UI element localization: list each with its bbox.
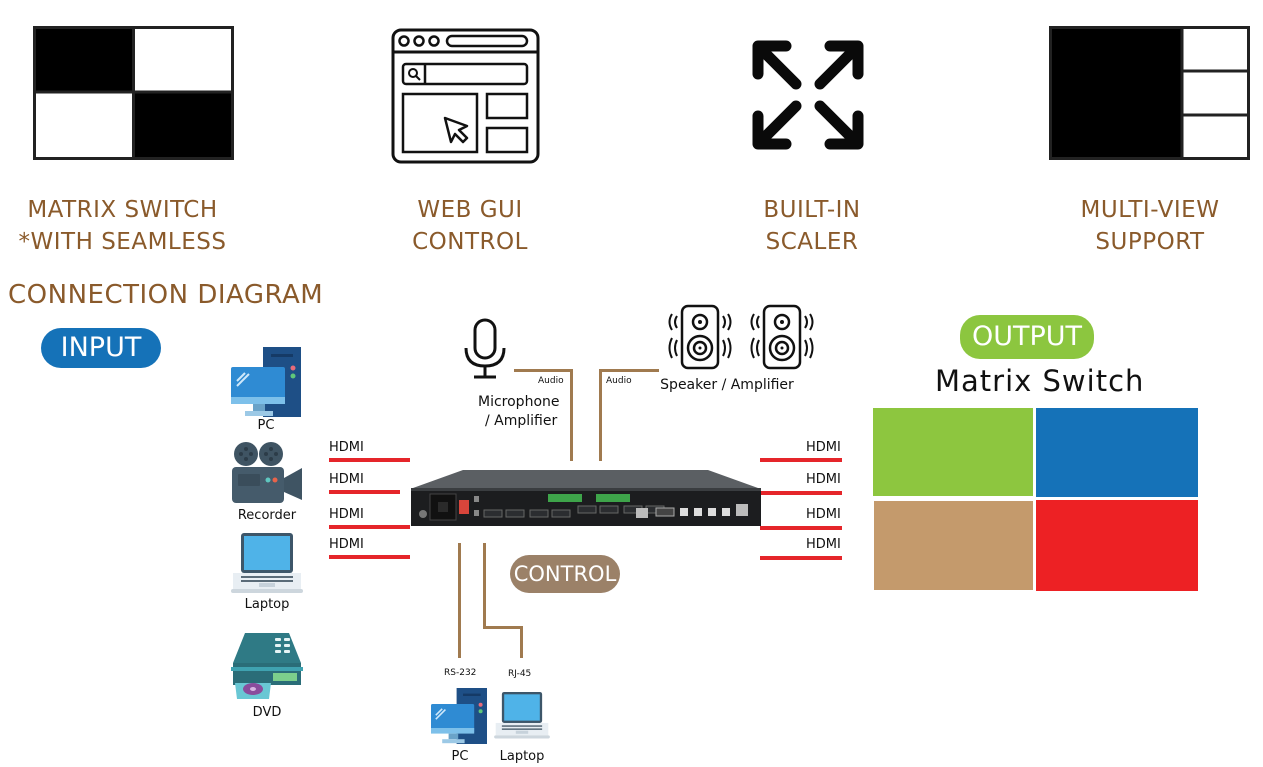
rj45-cable xyxy=(520,626,523,658)
audio-in-cable xyxy=(570,369,573,461)
video-camera-icon xyxy=(232,442,302,503)
rj45-cable xyxy=(483,543,486,629)
input-device-label: Recorder xyxy=(237,508,297,523)
feature-scaler-label: BUILT-IN SCALER xyxy=(712,194,912,258)
hdmi-output-label: HDMI xyxy=(806,472,841,487)
hdmi-input-label: HDMI xyxy=(329,440,364,455)
laptop-icon xyxy=(231,533,303,593)
hdmi-input-cable xyxy=(329,555,410,559)
feature-line: WEB GUI xyxy=(417,197,523,223)
hdmi-input-label: HDMI xyxy=(329,472,364,487)
microphone-icon xyxy=(464,318,506,379)
audio-in-link-label: Audio xyxy=(538,376,564,386)
hdmi-output-cable xyxy=(761,491,842,495)
web-browser-icon xyxy=(391,28,540,164)
label-line: / Amplifier xyxy=(485,413,558,429)
section-title: CONNECTION DIAGRAM xyxy=(8,280,324,310)
feature-line: SCALER xyxy=(765,229,859,255)
matrix-switch-device xyxy=(411,470,761,526)
feature-line: CONTROL xyxy=(412,229,528,255)
audio-in-device-label: Microphone / Amplifier xyxy=(478,393,578,431)
control-badge: CONTROL xyxy=(510,555,620,593)
hdmi-input-cable xyxy=(329,525,410,529)
display-tile-bottom-right xyxy=(1036,500,1198,591)
speaker-icon xyxy=(668,304,732,370)
input-device-label: Laptop xyxy=(244,597,290,612)
hdmi-input-label: HDMI xyxy=(329,507,364,522)
expand-arrows-icon xyxy=(752,40,864,150)
feature-web-gui-label: WEB GUI CONTROL xyxy=(370,194,570,258)
hdmi-output-cable xyxy=(760,458,842,462)
audio-out-device-label: Speaker / Amplifier xyxy=(660,377,794,393)
display-tile-top-left xyxy=(873,408,1033,496)
audio-out-cable xyxy=(599,369,602,461)
feature-line: MULTI-VIEW xyxy=(1080,197,1220,223)
rj45-link-label: RJ-45 xyxy=(508,669,532,679)
output-display-title: Matrix Switch xyxy=(935,364,1145,398)
feature-multiview-label: MULTI-VIEW SUPPORT xyxy=(1050,194,1250,258)
audio-in-cable xyxy=(514,369,573,372)
matrix-grid-icon xyxy=(33,26,234,160)
input-badge: INPUT xyxy=(41,328,161,368)
audio-out-link-label: Audio xyxy=(606,376,632,386)
display-tile-bottom-left xyxy=(874,501,1033,590)
dvd-player-icon xyxy=(231,633,303,699)
feature-line: MATRIX SWITCH xyxy=(27,197,218,223)
hdmi-output-label: HDMI xyxy=(806,507,841,522)
output-badge: OUTPUT xyxy=(960,315,1094,359)
label-line: Microphone xyxy=(478,394,560,410)
control-device-label: PC xyxy=(451,749,469,764)
input-device-label: PC xyxy=(257,418,275,433)
speaker-icon xyxy=(750,304,814,370)
control-device-label: Laptop xyxy=(499,749,545,764)
multiview-layout-icon xyxy=(1049,26,1250,160)
hdmi-input-cable xyxy=(329,458,410,462)
rs232-link-label: RS-232 xyxy=(444,668,477,678)
feature-line: *WITH SEAMLESS xyxy=(18,229,227,255)
rj45-cable xyxy=(483,626,523,629)
feature-matrix-switch-label: MATRIX SWITCH *WITH SEAMLESS xyxy=(0,194,245,258)
audio-out-cable xyxy=(599,369,659,372)
rs232-cable xyxy=(458,543,461,658)
hdmi-output-label: HDMI xyxy=(806,537,841,552)
display-tile-top-right xyxy=(1036,408,1198,497)
control-laptop-icon xyxy=(494,692,550,739)
hdmi-output-cable xyxy=(760,526,842,530)
desktop-pc-icon xyxy=(231,347,301,417)
hdmi-input-label: HDMI xyxy=(329,537,364,552)
hdmi-output-cable xyxy=(760,556,842,560)
feature-line: BUILT-IN xyxy=(763,197,861,223)
hdmi-input-cable xyxy=(329,490,400,494)
control-pc-icon xyxy=(431,688,487,744)
feature-line: SUPPORT xyxy=(1095,229,1205,255)
hdmi-output-label: HDMI xyxy=(806,440,841,455)
input-device-label: DVD xyxy=(252,705,282,720)
